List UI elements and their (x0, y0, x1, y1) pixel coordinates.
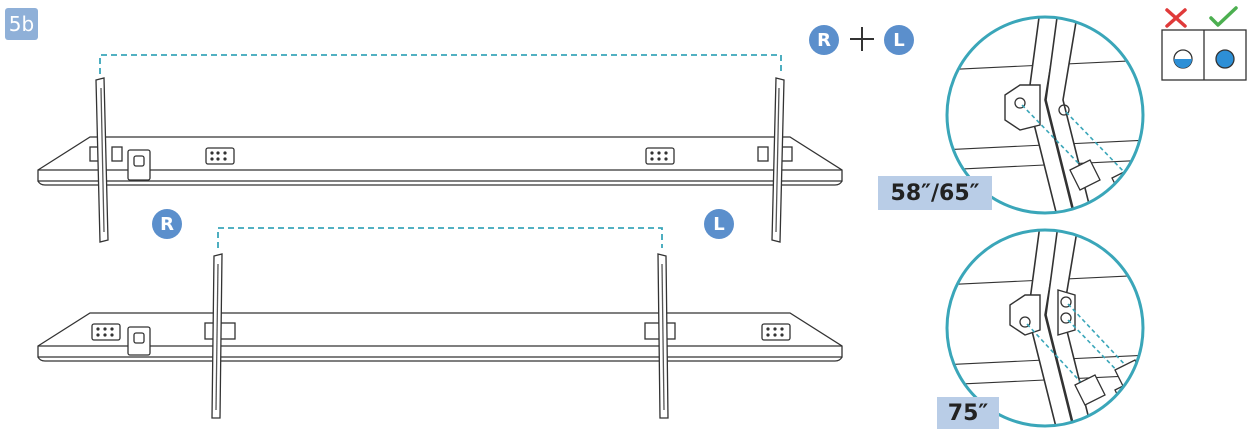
stand-right-badge: R (152, 209, 182, 239)
stand-bottom-right (211, 253, 223, 419)
stand-top-right (95, 77, 109, 243)
legend-left-badge: L (884, 25, 914, 55)
stand-top-left (771, 77, 785, 243)
tv-top (37, 136, 843, 186)
stand-left-badge: L (704, 209, 734, 239)
check-icon (1209, 6, 1238, 27)
size-label-75: 75″ (937, 397, 999, 429)
cross-icon (1165, 8, 1187, 28)
tv-bottom (37, 312, 843, 362)
size-label-58-65: 58″/65″ (878, 176, 992, 210)
orientation-legend (1161, 6, 1247, 81)
plus-icon (850, 27, 874, 51)
stand-bottom-left (657, 253, 669, 419)
top-guide-line (99, 54, 782, 74)
step-badge: 5b (5, 8, 38, 40)
legend-right-badge: R (809, 25, 839, 55)
detail-75 (947, 230, 1143, 426)
bottom-guide-line (217, 227, 663, 248)
